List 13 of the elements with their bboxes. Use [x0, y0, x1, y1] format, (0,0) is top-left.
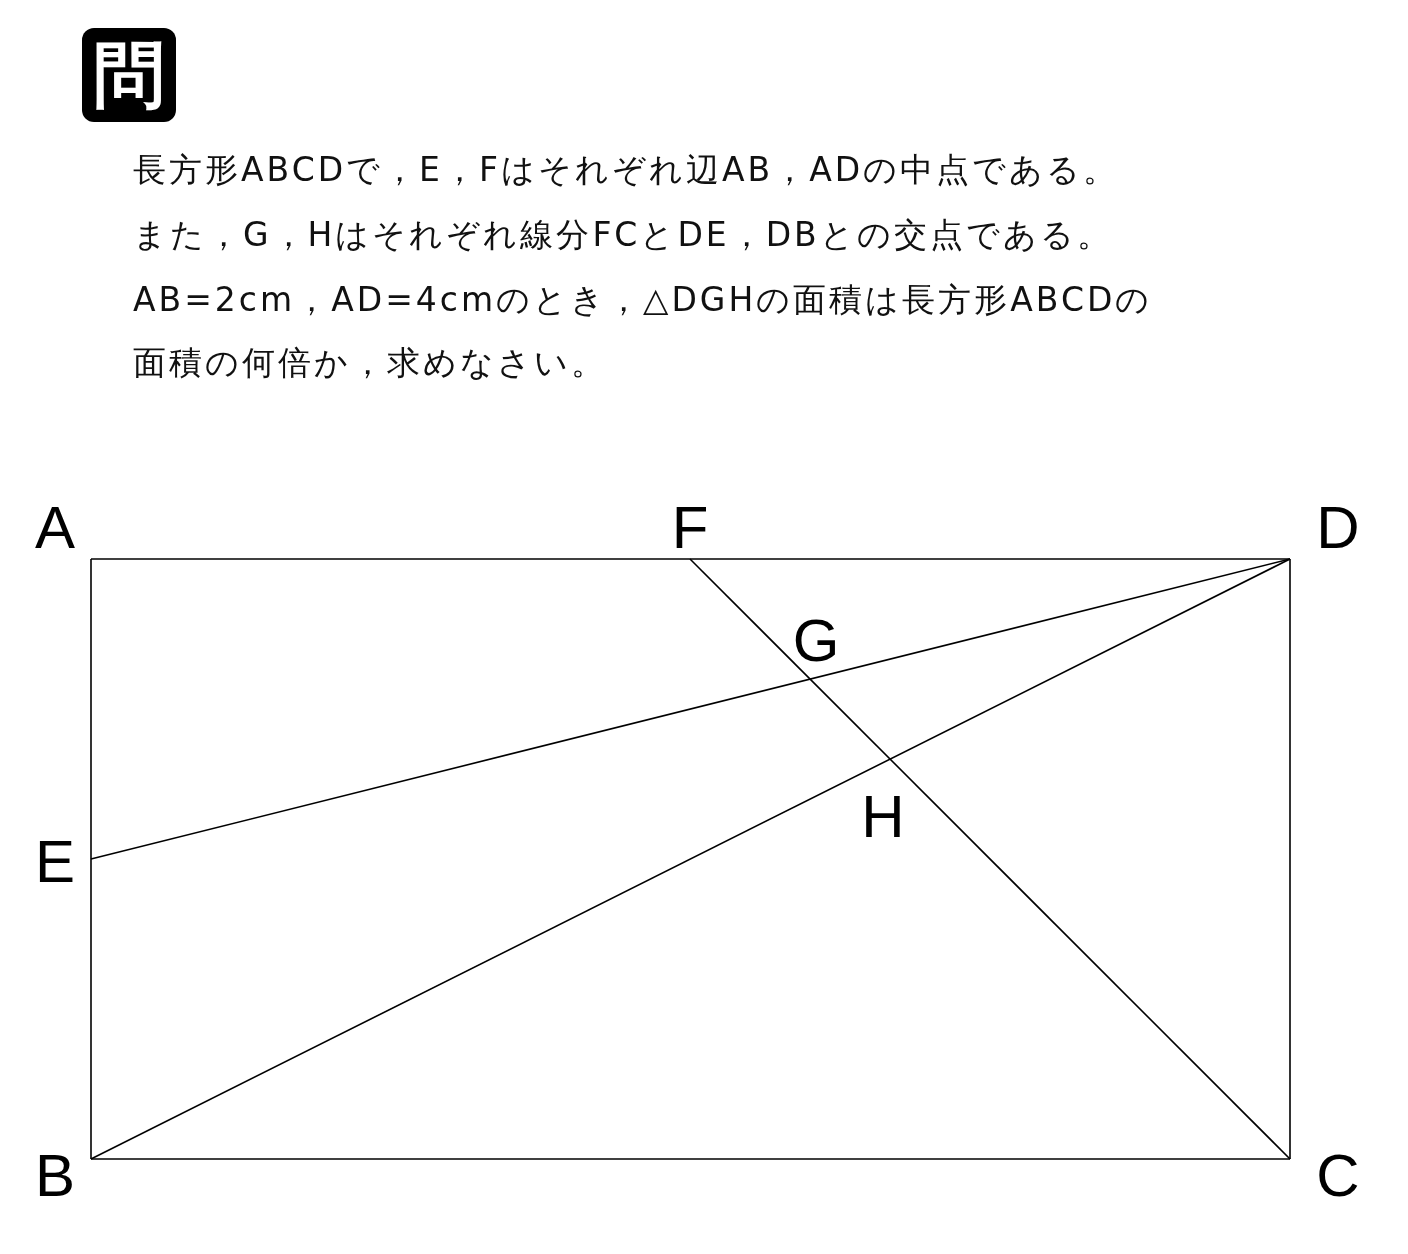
point-label: F: [671, 498, 709, 558]
point-label: D: [1316, 498, 1360, 558]
question-text: 面積の何倍か，求めなさい。: [133, 343, 607, 383]
point-label: E: [35, 832, 75, 892]
question-text: 長方形ABCDで，E，Fはそれぞれ辺AB，ADの中点である。: [133, 150, 1120, 190]
point-label: A: [35, 498, 75, 558]
question-badge: 問: [82, 28, 176, 122]
point-label: G: [792, 611, 840, 671]
point-label: C: [1316, 1146, 1360, 1206]
question-text: また，G，Hはそれぞれ線分FCとDE，DBとの交点である。: [133, 215, 1113, 255]
point-label: B: [35, 1146, 75, 1206]
point-label: H: [861, 787, 905, 847]
question-text: AB=2cm，AD=4cmのとき，△DGHの面積は長方形ABCDの: [133, 280, 1153, 320]
